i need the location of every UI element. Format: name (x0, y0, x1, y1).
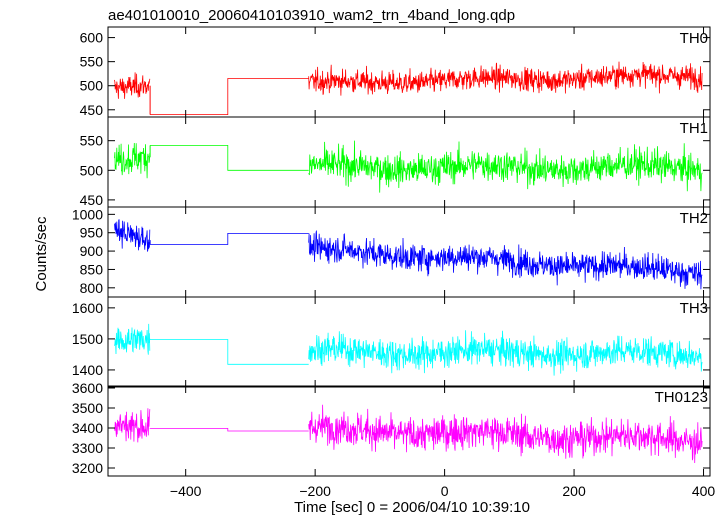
panel-label-th2: TH2 (680, 210, 708, 227)
y-tick-label: 1000 (72, 206, 103, 222)
panel-label-th3: TH3 (680, 300, 708, 317)
x-tick-label: 0 (441, 483, 449, 499)
chart-title: ae401010010_20060410103910_wam2_trn_4ban… (108, 7, 515, 24)
series-line-th1 (114, 140, 703, 193)
y-tick-label: 950 (80, 225, 104, 241)
y-tick-label: 3400 (72, 420, 103, 436)
y-tick-label: 500 (80, 78, 104, 94)
panel-frame (107, 296, 711, 388)
y-axis-title: Counts/sec (33, 216, 50, 292)
panel-frame (107, 385, 711, 477)
y-tick-label: 1400 (72, 362, 103, 378)
y-tick-label: 1600 (72, 300, 103, 316)
y-tick-label: 500 (80, 162, 104, 178)
panel-frame (107, 206, 711, 298)
x-tick-label: 200 (562, 483, 586, 499)
series-line-th3 (114, 323, 703, 376)
series-line-th2 (114, 219, 703, 290)
y-tick-label: 900 (80, 243, 104, 259)
y-tick-label: 550 (80, 54, 104, 70)
y-tick-label: 550 (80, 133, 104, 149)
y-tick-label: 3200 (72, 460, 103, 476)
x-tick-label: −200 (299, 483, 331, 499)
y-tick-label: 850 (80, 261, 104, 277)
y-tick-label: 800 (80, 280, 104, 296)
x-axis-title: Time [sec] 0 = 2006/04/10 10:39:10 (294, 499, 530, 516)
panel-frame (107, 26, 711, 118)
series-line-th0 (114, 61, 703, 115)
x-tick-label: −400 (170, 483, 202, 499)
y-tick-label: 450 (80, 192, 104, 208)
x-tick-label: 400 (692, 483, 716, 499)
panel-th3: 1400 1500 1600 TH3 (72, 296, 711, 388)
panel-th2: 800 850 900 950 1000 TH2 (72, 206, 711, 298)
y-tick-label: 3500 (72, 400, 103, 416)
y-tick-label: 600 (80, 30, 104, 46)
panel-label-th0: TH0 (680, 30, 708, 47)
series-line-th0123 (114, 404, 703, 464)
y-tick-label: 450 (80, 102, 104, 118)
y-tick-label: 1500 (72, 331, 103, 347)
panel-label-th0123: TH0123 (655, 389, 708, 406)
panel-th1: 450 500 550 TH1 (80, 116, 711, 208)
x-axis: −400 −200 0 200 400 (170, 483, 716, 499)
panel-label-th1: TH1 (680, 120, 708, 137)
panel-th0: 450 500 550 600 TH0 (80, 26, 711, 118)
y-tick-label: 3600 (72, 380, 103, 396)
y-tick-label: 3300 (72, 440, 103, 456)
